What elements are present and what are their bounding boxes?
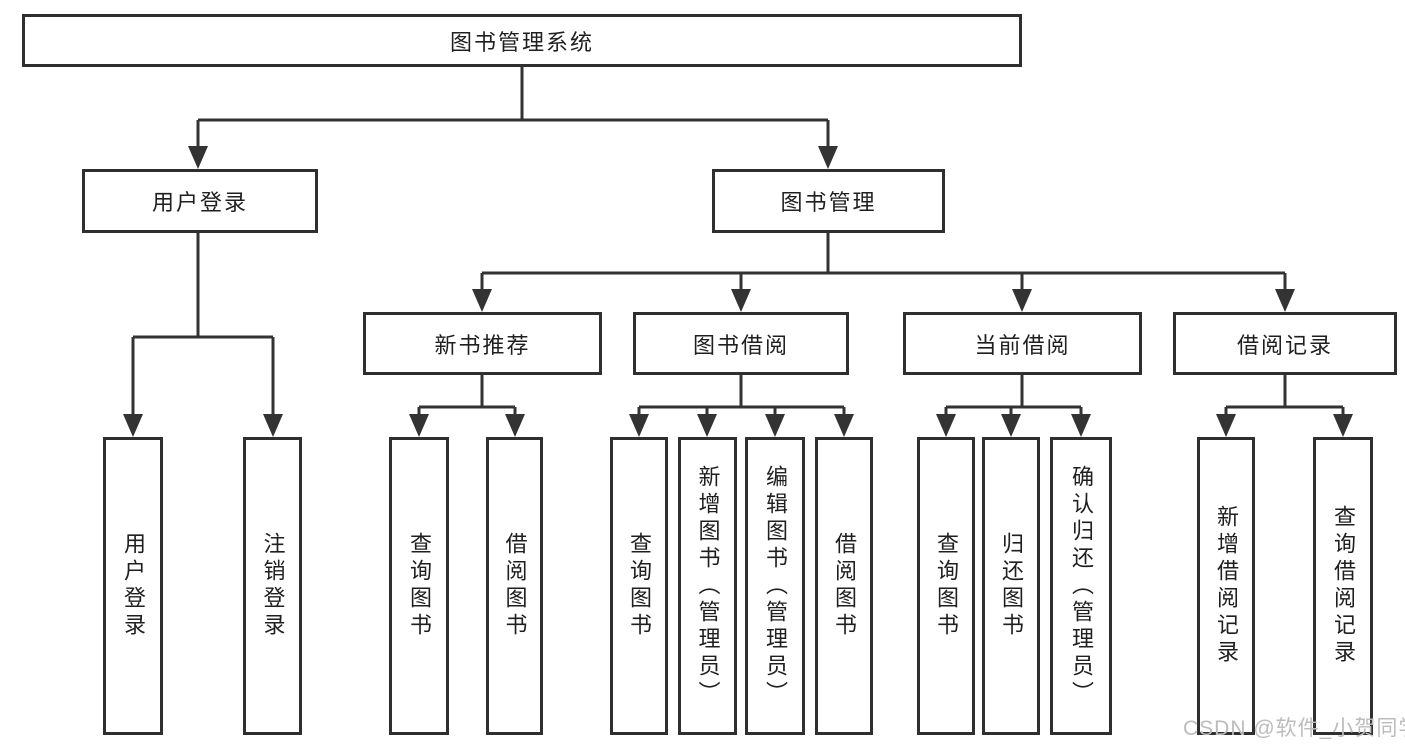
edge-book-management-to-level3 — [480, 233, 1287, 293]
leaf-query-books-recommend: 查询图书 — [389, 437, 449, 735]
leaf-borrow-books-borrowing-label: 借阅图书 — [832, 532, 857, 640]
leaf-query-books-recommend-label: 查询图书 — [407, 532, 432, 640]
leaf-borrow-books-borrowing: 借阅图书 — [815, 437, 873, 735]
node-root: 图书管理系统 — [22, 14, 1022, 67]
leaf-borrow-books-recommend: 借阅图书 — [486, 437, 543, 735]
node-current-borrowing: 当前借阅 — [903, 312, 1142, 375]
node-user-login-label: 用户登录 — [151, 190, 248, 215]
leaf-query-borrow-record: 查询借阅记录 — [1313, 437, 1373, 735]
leaf-confirm-return-admin: 确认归还（管理员） — [1050, 437, 1112, 735]
leaf-add-borrow-record-label: 新增借阅记录 — [1214, 505, 1239, 667]
leaf-user-login-label: 用户登录 — [121, 532, 146, 640]
node-book-borrowing-label: 图书借阅 — [692, 332, 789, 358]
leaf-logout-login-label: 注销登录 — [260, 532, 286, 640]
leaf-query-books-borrowing: 查询图书 — [610, 437, 668, 735]
leaf-add-book-admin-label: 新增图书（管理员） — [695, 464, 721, 708]
csdn-watermark: CSDN @软件_小贺同学 — [1183, 717, 1405, 740]
node-borrowing-records-label: 借阅记录 — [1236, 332, 1333, 358]
node-book-management: 图书管理 — [712, 169, 945, 233]
node-book-management-label: 图书管理 — [780, 190, 877, 215]
node-root-label: 图书管理系统 — [449, 29, 594, 55]
leaf-add-borrow-record: 新增借阅记录 — [1197, 437, 1255, 735]
leaf-query-borrow-record-label: 查询借阅记录 — [1331, 505, 1356, 667]
edge-user-login-to-leaves — [131, 233, 275, 418]
leaf-query-books-current: 查询图书 — [917, 437, 975, 735]
leaf-borrow-books-recommend-label: 借阅图书 — [502, 532, 528, 640]
leaf-edit-book-admin-label: 编辑图书（管理员） — [763, 464, 788, 708]
edge-book-borrowing-to-leaves — [637, 375, 846, 418]
leaf-edit-book-admin: 编辑图书（管理员） — [745, 437, 805, 735]
edge-borrowing-records-to-leaves — [1224, 375, 1345, 418]
edge-new-book-to-leaves — [417, 375, 517, 418]
leaf-confirm-return-admin-label: 确认归还（管理员） — [1069, 464, 1094, 708]
leaf-return-books: 归还图书 — [982, 437, 1040, 735]
node-user-login: 用户登录 — [82, 169, 318, 233]
leaf-logout-login: 注销登录 — [243, 437, 302, 735]
node-borrowing-records: 借阅记录 — [1173, 312, 1397, 375]
edge-current-borrowing-to-leaves — [944, 375, 1083, 418]
leaf-add-book-admin: 新增图书（管理员） — [678, 437, 737, 735]
leaf-user-login: 用户登录 — [103, 437, 163, 735]
node-book-borrowing: 图书借阅 — [633, 312, 849, 375]
node-new-book-recommend: 新书推荐 — [363, 312, 602, 375]
node-current-borrowing-label: 当前借阅 — [974, 332, 1071, 358]
edge-root-to-level2 — [196, 66, 830, 150]
leaf-return-books-label: 归还图书 — [999, 532, 1024, 640]
leaf-query-books-current-label: 查询图书 — [934, 532, 959, 640]
leaf-query-books-borrowing-label: 查询图书 — [627, 532, 652, 640]
node-new-book-recommend-label: 新书推荐 — [434, 332, 531, 358]
